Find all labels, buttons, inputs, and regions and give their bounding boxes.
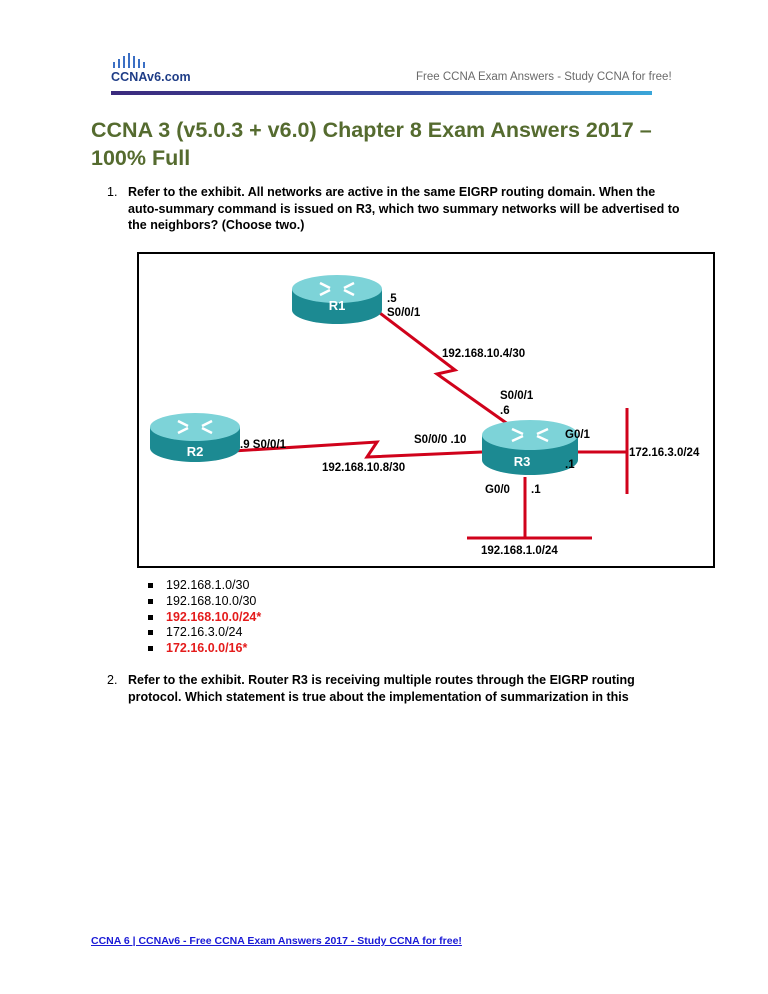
r1-interface: S0/0/1	[387, 307, 421, 319]
page-title: CCNA 3 (v5.0.3 + v6.0) Chapter 8 Exam An…	[91, 118, 652, 170]
answer-option: 172.16.3.0/24	[148, 625, 548, 641]
link-r1-r3	[371, 305, 513, 429]
link-r2-r3	[216, 440, 483, 459]
router-r3-icon	[482, 420, 578, 475]
r3-s000: S0/0/0 .10	[414, 434, 466, 446]
question-text: Refer to the exhibit. All networks are a…	[128, 185, 680, 232]
r2-host-interface: .9 S0/0/1	[240, 439, 287, 451]
bullet-icon	[148, 583, 153, 588]
r3-g00: G0/0	[485, 484, 510, 496]
page-header: CCNAv6.com Free CCNA Exam Answers - Stud…	[0, 0, 768, 100]
header-tagline: Free CCNA Exam Answers - Study CCNA for …	[416, 71, 672, 83]
exhibit-frame	[137, 252, 715, 568]
r1-label: R1	[329, 298, 346, 313]
header-divider	[111, 91, 652, 95]
r3-s001: S0/0/1	[500, 390, 534, 402]
ccnav6-logo-icon	[113, 53, 145, 68]
logo-text: CCNAv6.com	[111, 70, 191, 84]
r3-label: R3	[514, 454, 531, 469]
r3-g01: G0/1	[565, 429, 591, 441]
link-r1-r3-label: 192.168.10.4/30	[442, 348, 525, 360]
lan-g01-label: 172.16.3.0/24	[629, 447, 700, 459]
router-r2-icon	[150, 413, 240, 462]
network-exhibit: R1 R2 R3 .5 S0/0/1 192.168.10.4/30 S0/0/…	[137, 252, 715, 568]
r2-label: R2	[187, 444, 204, 459]
footer-link[interactable]: CCNA 6 | CCNAv6 - Free CCNA Exam Answers…	[91, 935, 462, 947]
bullet-icon	[148, 614, 153, 620]
r1-host: .5	[387, 293, 397, 305]
bullet-icon	[148, 598, 153, 604]
answer-option: 192.168.1.0/30	[148, 578, 548, 594]
link-r2-r3-label: 192.168.10.8/30	[322, 462, 405, 474]
answer-option-correct: 172.16.0.0/16*	[148, 641, 548, 657]
question-number: 2.	[107, 673, 118, 687]
answer-option: 192.168.10.0/30	[148, 594, 548, 610]
bullet-icon	[148, 630, 153, 636]
r3-s001-host: .6	[500, 405, 510, 417]
router-r1-icon	[292, 275, 382, 324]
bullet-icon	[148, 646, 153, 652]
answer-option-correct: 192.168.10.0/24*	[148, 610, 548, 626]
lan-g00-label: 192.168.1.0/24	[481, 545, 558, 557]
answer-list: 192.168.1.0/30 192.168.10.0/30 192.168.1…	[148, 578, 548, 657]
question-number: 1.	[107, 185, 118, 199]
r3-g01-host: .1	[565, 459, 575, 471]
question-text: Refer to the exhibit. Router R3 is recei…	[128, 673, 635, 704]
r3-g00-host: .1	[531, 484, 541, 496]
